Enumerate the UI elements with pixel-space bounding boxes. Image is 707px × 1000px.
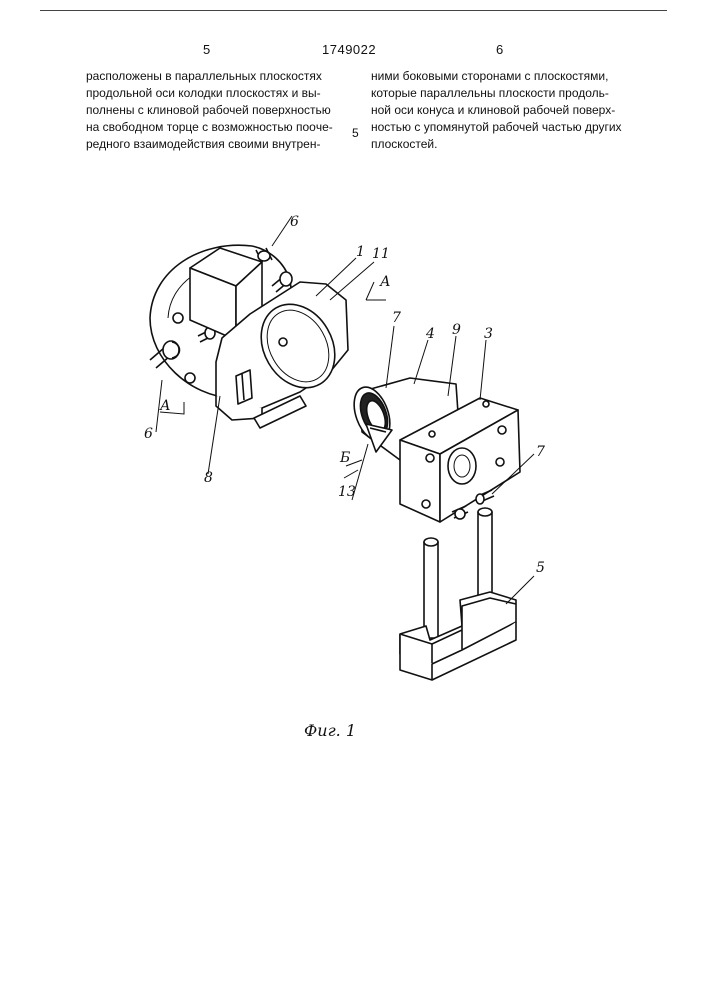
right-cone-assembly <box>347 378 520 522</box>
label-B: Б <box>339 450 350 466</box>
label-1: 1 <box>356 244 365 260</box>
label-3: 3 <box>484 326 493 342</box>
label-8: 8 <box>204 470 213 486</box>
label-9: 9 <box>452 322 461 338</box>
label-A-top: А <box>379 274 391 290</box>
left-housing-assembly <box>150 245 349 428</box>
label-7-right: 7 <box>536 444 545 460</box>
label-A-bottom: А <box>159 398 171 414</box>
label-7-top: 7 <box>392 310 401 326</box>
figure-caption: Фиг. 1 <box>304 721 356 740</box>
label-6-top: 6 <box>290 214 299 230</box>
label-11: 11 <box>372 246 390 262</box>
label-5: 5 <box>536 560 545 576</box>
label-13: 13 <box>338 484 356 500</box>
label-6-bottom: 6 <box>144 426 153 442</box>
label-4: 4 <box>425 326 435 342</box>
stand-assembly <box>400 508 516 680</box>
